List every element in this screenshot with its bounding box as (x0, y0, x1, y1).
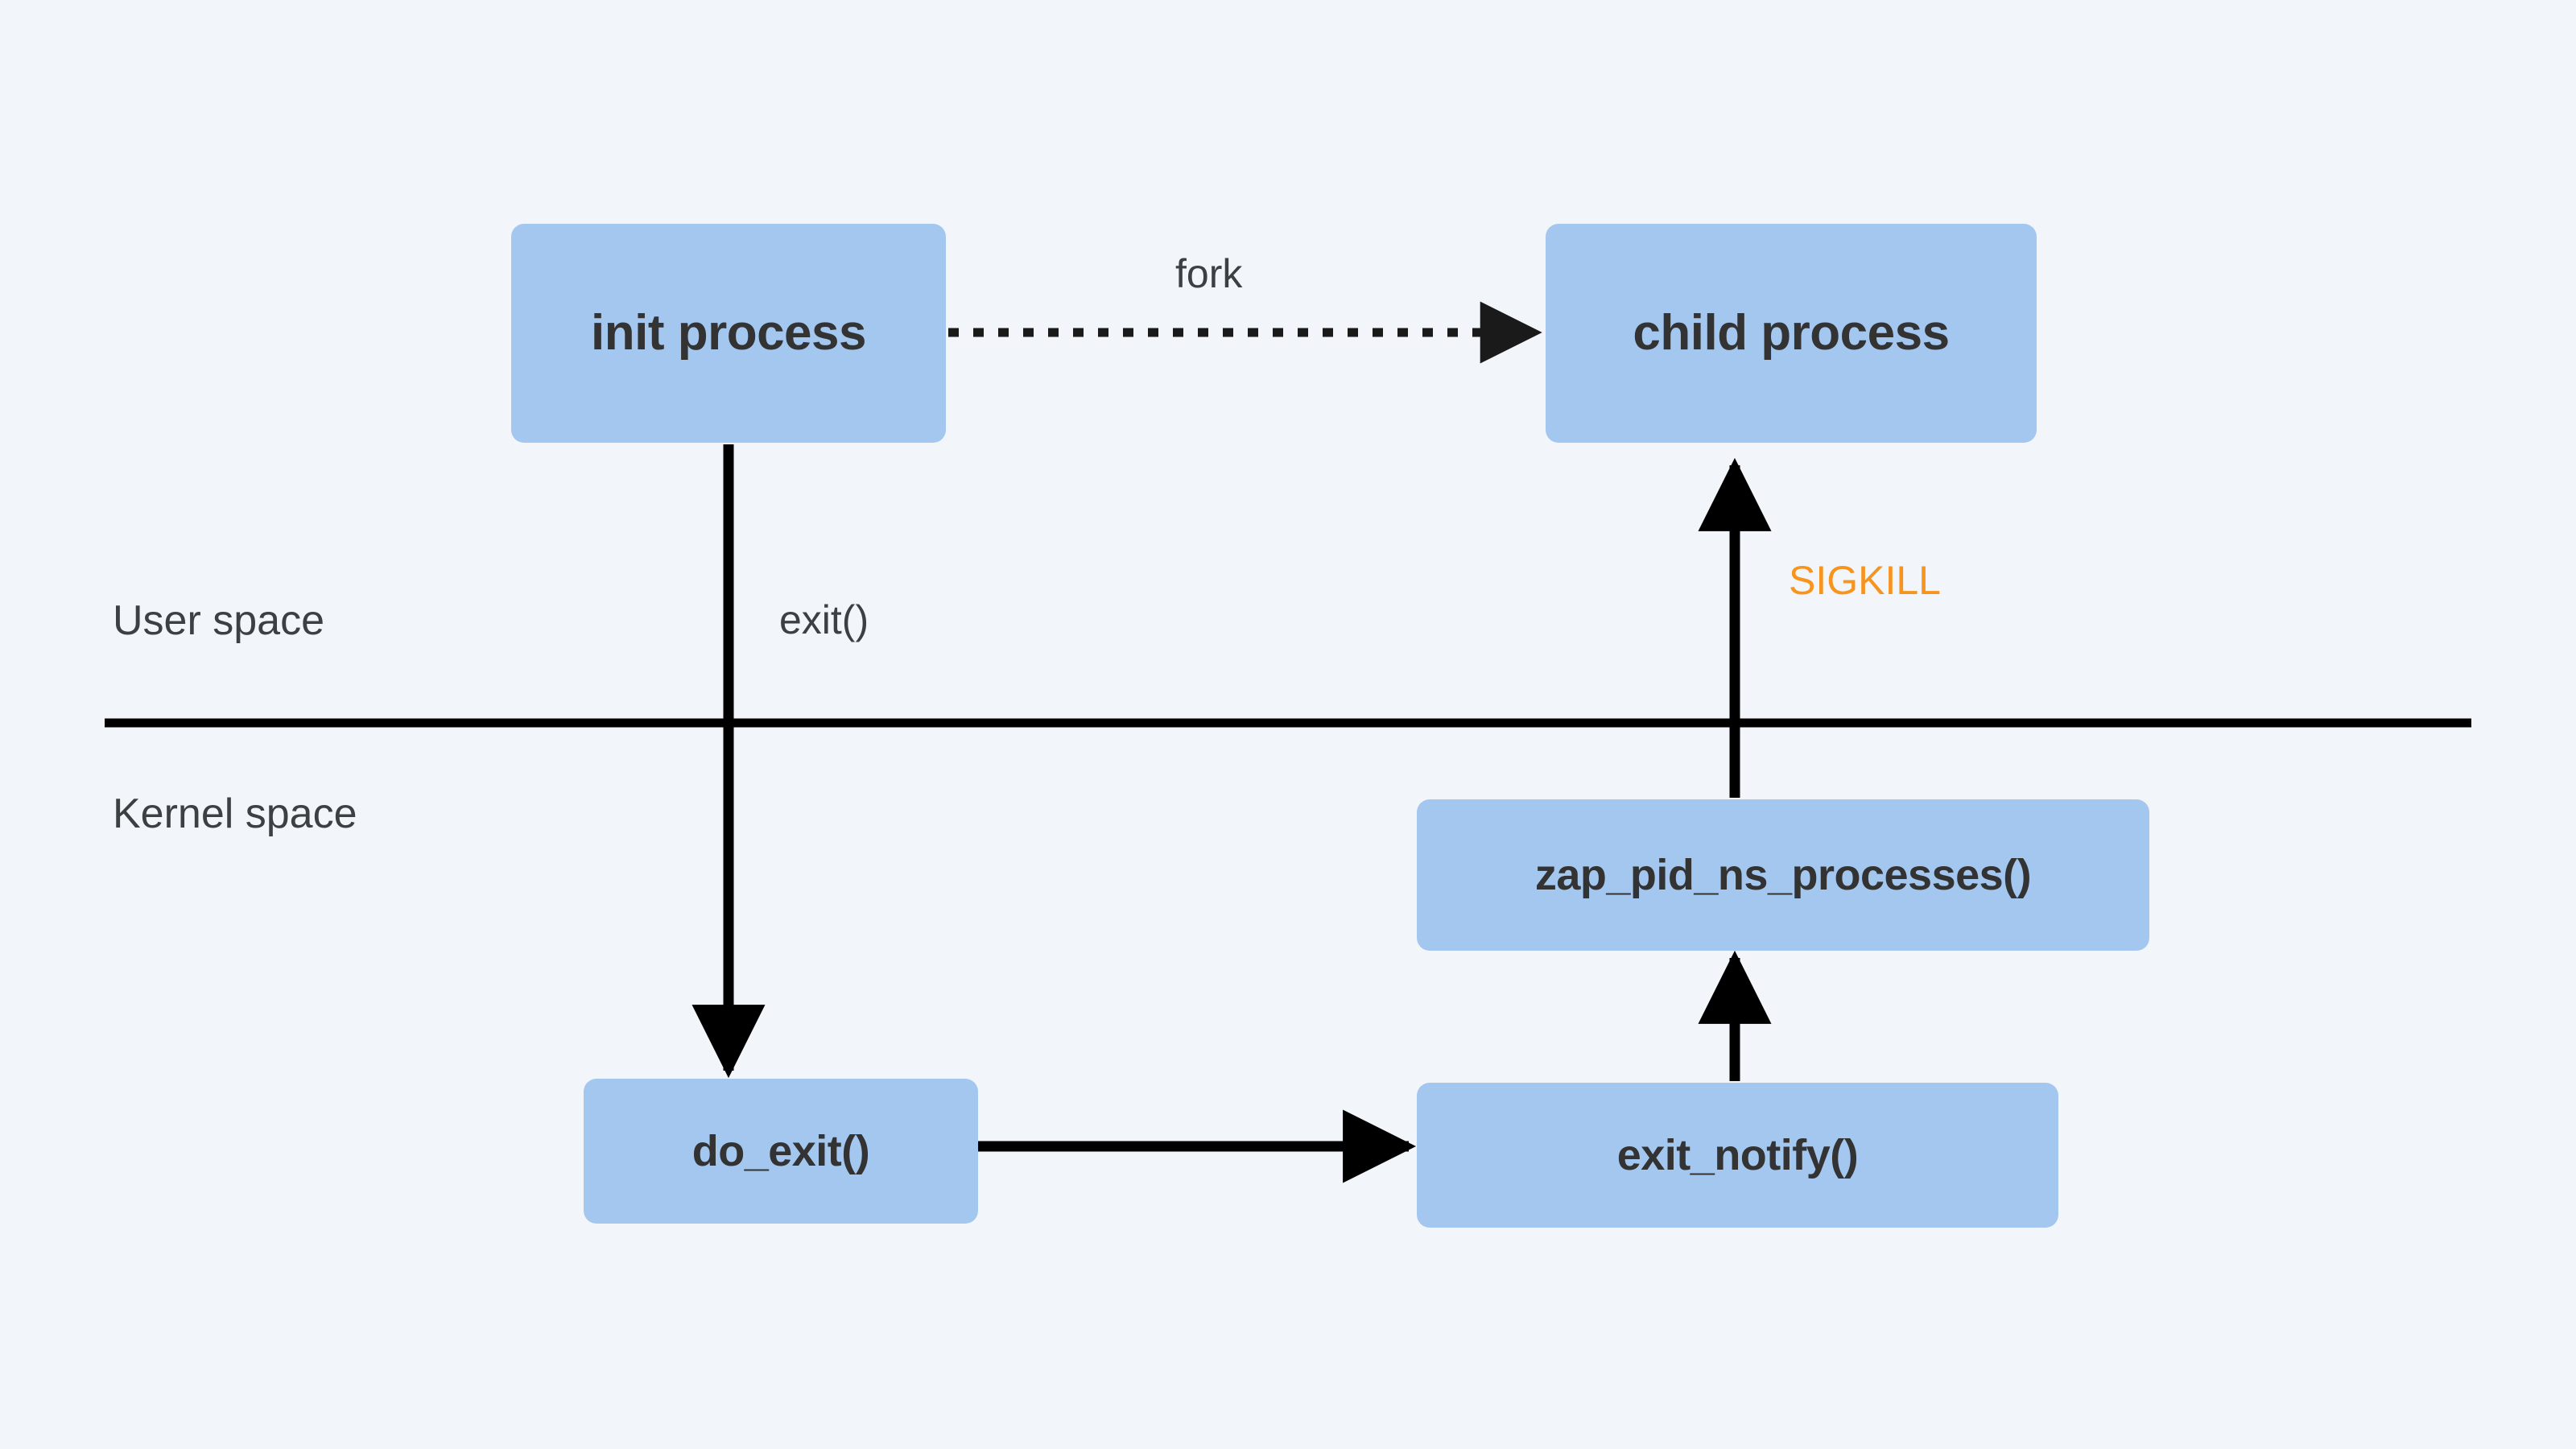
node-child-process[interactable]: child process (1546, 224, 2037, 443)
node-do-exit[interactable]: do_exit() (584, 1079, 978, 1224)
edge-label-sigkill: SIGKILL (1789, 558, 1941, 603)
user-space-label: User space (113, 597, 324, 644)
node-zap-pid-ns-processes[interactable]: zap_pid_ns_processes() (1417, 799, 2149, 951)
node-init-process[interactable]: init process (511, 224, 946, 443)
edge-label-exit: exit() (779, 597, 869, 642)
edge-label-fork: fork (1175, 251, 1243, 296)
kernel-space-label: Kernel space (113, 791, 357, 837)
node-exit-notify[interactable]: exit_notify() (1417, 1083, 2058, 1228)
